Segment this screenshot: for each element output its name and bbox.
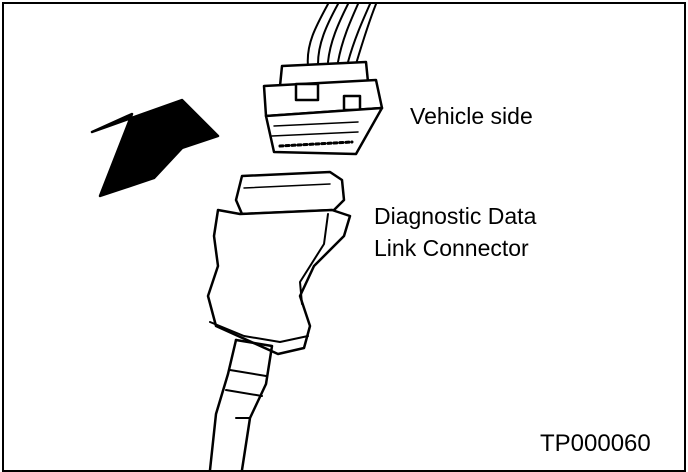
vehicle-side-connector	[262, 60, 384, 156]
vehicle-side-label: Vehicle side	[410, 103, 533, 129]
dlc-head	[206, 170, 352, 356]
dlc-label: Diagnostic Data Link Connector	[374, 200, 536, 264]
figure-code: TP000060	[540, 430, 651, 457]
wire-bundle	[306, 4, 377, 67]
dlc-cable	[208, 338, 274, 470]
dlc-label-line-2: Link Connector	[374, 235, 529, 261]
dlc-label-line-1: Diagnostic Data	[374, 203, 537, 229]
arrow-up-right-icon	[90, 98, 220, 198]
connector-illustration	[90, 4, 384, 470]
